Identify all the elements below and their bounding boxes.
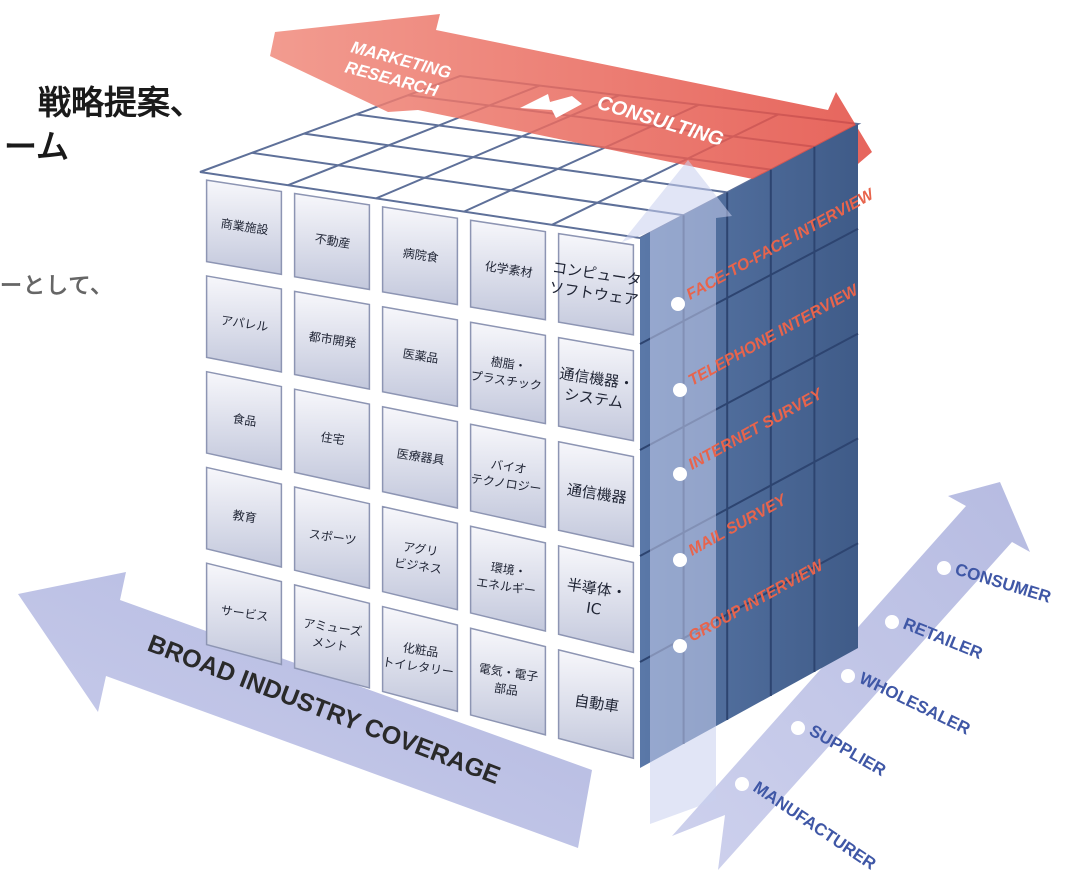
channel-dot-icon bbox=[841, 669, 855, 683]
industry-cell-box bbox=[557, 648, 635, 760]
industry-cell: アミューズメント bbox=[293, 583, 371, 689]
industry-cell-box bbox=[293, 290, 371, 391]
industry-cell: 医薬品 bbox=[381, 305, 459, 408]
industry-cell: 樹脂・プラスチック bbox=[469, 321, 547, 425]
industry-cell-label: スポーツ bbox=[308, 527, 357, 548]
method-dot-icon bbox=[673, 553, 687, 567]
industry-cell: 半導体・IC bbox=[557, 544, 635, 654]
industry-cell-box bbox=[293, 388, 371, 490]
industry-cell: 環境・エネルギー bbox=[469, 525, 547, 633]
method-dot-icon bbox=[671, 297, 685, 311]
industry-cell-box bbox=[557, 336, 635, 442]
industry-cell-box bbox=[205, 370, 283, 471]
industry-cell-box bbox=[469, 219, 547, 321]
industry-cell-box bbox=[469, 321, 547, 425]
channel-dot-icon bbox=[735, 777, 749, 791]
industry-cell: スポーツ bbox=[293, 486, 371, 590]
industry-cell-label: 医薬品 bbox=[402, 347, 440, 366]
industry-cell: 医療器具 bbox=[381, 405, 459, 509]
industry-cell-box bbox=[557, 440, 635, 548]
industry-cell: サービス bbox=[205, 562, 283, 666]
top-grid-line bbox=[303, 132, 728, 194]
industry-cell-box bbox=[469, 423, 547, 529]
industry-cell-label: 教育 bbox=[232, 507, 258, 525]
industry-cell-box bbox=[293, 583, 371, 689]
industry-cell: 商業施設 bbox=[205, 179, 283, 276]
industry-cell-box bbox=[205, 179, 283, 276]
method-dot-icon bbox=[673, 383, 687, 397]
industry-cell-box bbox=[381, 305, 459, 408]
channel-dot-icon bbox=[937, 561, 951, 575]
industry-cell-label: 食品 bbox=[232, 411, 258, 429]
industry-cell: 化粧品トイレタリー bbox=[381, 605, 459, 713]
industry-cell: 住宅 bbox=[293, 388, 371, 490]
industry-cell-box bbox=[381, 405, 459, 509]
industry-cell: 化学素材 bbox=[469, 219, 547, 321]
heading-line-2: ーム bbox=[4, 127, 70, 166]
channel-dot-icon bbox=[791, 721, 805, 735]
channel-label: WHOLESALER bbox=[856, 669, 973, 739]
industry-cell: 病院食 bbox=[381, 206, 459, 306]
research-consulting-arrow-shape bbox=[270, 14, 872, 210]
method-dot-icon bbox=[673, 467, 687, 481]
industry-cell-label: 化学素材 bbox=[484, 258, 534, 280]
research-consulting-arrow: MARKETING RESEARCH CONSULTING bbox=[270, 14, 872, 210]
industry-cell-box bbox=[469, 627, 547, 736]
industry-cell-box bbox=[293, 192, 371, 291]
industry-cell: 不動産 bbox=[293, 192, 371, 291]
industry-cell-box bbox=[381, 206, 459, 306]
top-grid-line bbox=[251, 151, 684, 217]
industry-cell-label: 住宅 bbox=[320, 429, 346, 447]
industry-cell-box bbox=[205, 275, 283, 373]
industry-cell: 電気・電子部品 bbox=[469, 627, 547, 736]
industry-cell: 教育 bbox=[205, 466, 283, 568]
industry-cell-box bbox=[381, 505, 459, 611]
industry-cell-label: アパレル bbox=[220, 313, 269, 334]
industry-cell: アグリビジネス bbox=[381, 505, 459, 611]
industry-cell-label: 病院食 bbox=[402, 245, 440, 265]
broad-industry-arrow-shape bbox=[18, 572, 592, 848]
industry-cell: バイオテクノロジー bbox=[469, 423, 547, 529]
swap-arrow-icon bbox=[520, 94, 582, 118]
industry-cell: 自動車 bbox=[557, 648, 635, 760]
heading-line-1: 戦略提案、 bbox=[38, 83, 203, 122]
body-text: ーとして、 bbox=[0, 274, 114, 299]
channel-dot-icon bbox=[885, 615, 899, 629]
industry-cell: コンピュータソフトウェア bbox=[548, 232, 643, 336]
industry-cell: 通信機器・システム bbox=[557, 336, 635, 442]
industry-cell: 都市開発 bbox=[293, 290, 371, 391]
industry-cell-box bbox=[205, 562, 283, 666]
industry-cell-label: 商業施設 bbox=[220, 215, 270, 237]
method-dot-icon bbox=[673, 639, 687, 653]
industry-cell: 食品 bbox=[205, 370, 283, 471]
industry-cell: アパレル bbox=[205, 275, 283, 373]
industry-cell-box bbox=[557, 544, 635, 654]
industry-grid: 商業施設不動産病院食化学素材コンピュータソフトウェアアパレル都市開発医薬品 樹脂・… bbox=[205, 179, 643, 760]
industry-cell-box bbox=[557, 232, 635, 336]
industry-cell-box bbox=[293, 486, 371, 590]
industry-cell-label: 都市開発 bbox=[308, 328, 358, 350]
industry-cell-label: 不動産 bbox=[314, 231, 352, 251]
vertical-up-arrow bbox=[622, 160, 732, 824]
industry-cell: 通信機器 bbox=[557, 440, 635, 548]
industry-cell-box bbox=[205, 466, 283, 568]
industry-cell-box bbox=[381, 605, 459, 713]
industry-cell-box bbox=[469, 525, 547, 633]
channel-label: MANUFACTURER bbox=[750, 778, 880, 874]
